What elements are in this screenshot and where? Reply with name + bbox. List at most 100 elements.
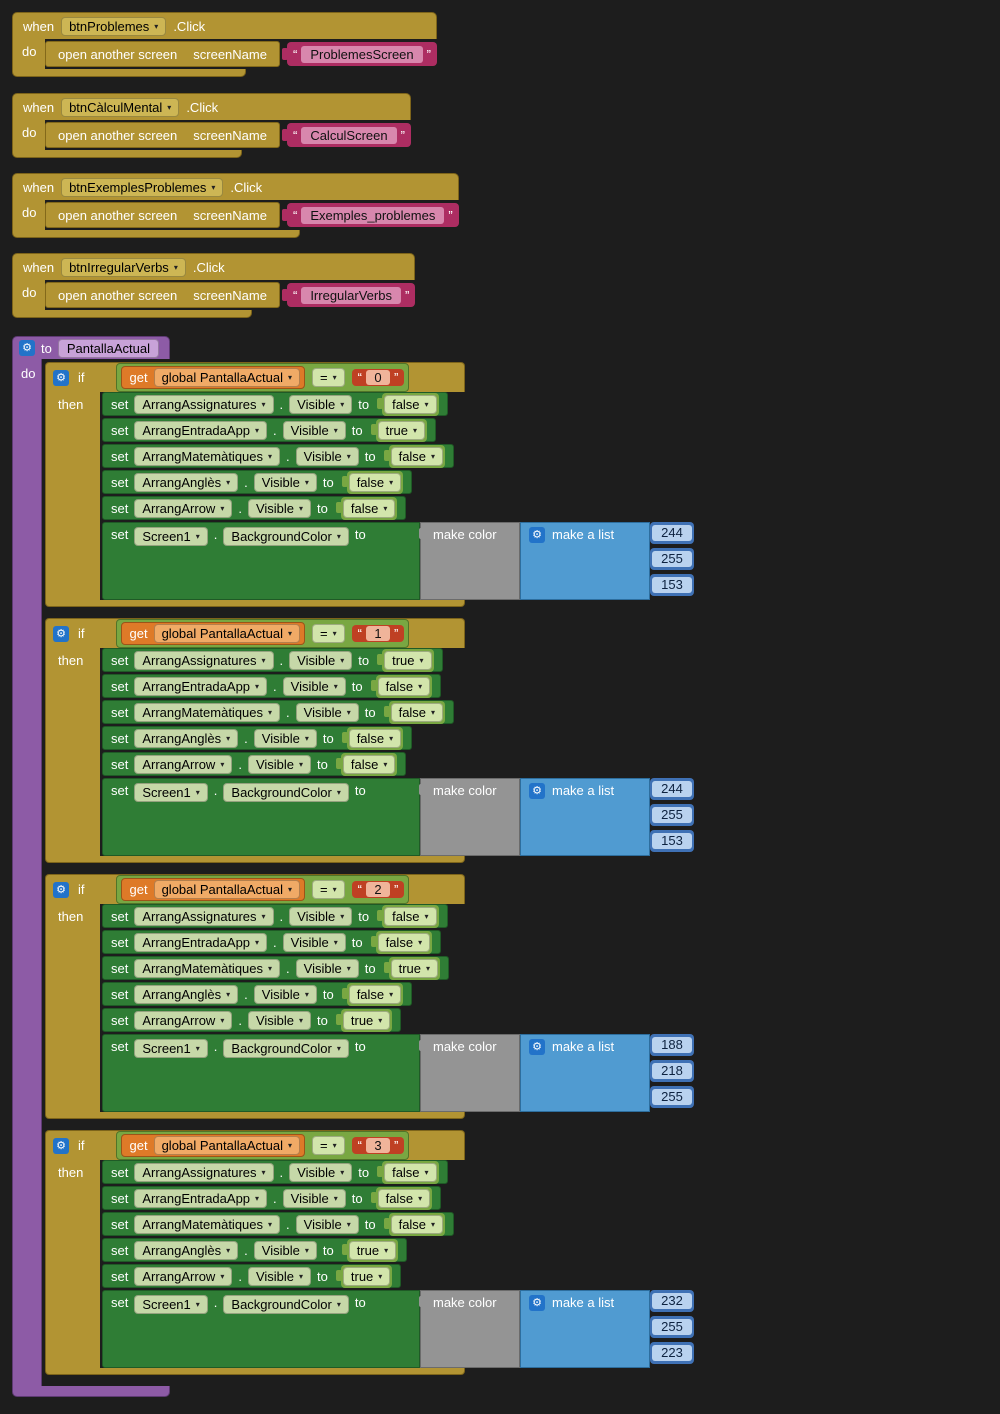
make-color-block[interactable]: make color bbox=[419, 778, 520, 856]
variable-dropdown[interactable]: global PantallaActual bbox=[153, 880, 301, 899]
compare-value[interactable]: 1 bbox=[365, 626, 390, 641]
property-dropdown[interactable]: Visible bbox=[253, 1240, 317, 1260]
component-dropdown[interactable]: ArrangEntradaApp bbox=[134, 420, 268, 440]
logic-value-block[interactable]: false bbox=[377, 1160, 439, 1184]
set-property-block[interactable]: set ArrangArrow . Visible to true bbox=[102, 1008, 402, 1032]
procedure-block[interactable]: ⚙ to PantallaActual do ⚙ if get global P… bbox=[12, 336, 694, 1397]
make-a-list-block[interactable]: ⚙ make a list bbox=[520, 1290, 650, 1368]
logic-dropdown[interactable]: true bbox=[384, 650, 432, 670]
component-dropdown[interactable]: btnProblemes bbox=[61, 16, 167, 36]
gear-icon[interactable]: ⚙ bbox=[529, 1295, 545, 1311]
number-block[interactable]: 255 bbox=[650, 1316, 694, 1338]
component-dropdown[interactable]: ArrangAssignatures bbox=[134, 650, 274, 670]
set-property-block[interactable]: set ArrangMatemàtiques . Visible to fals… bbox=[102, 1212, 455, 1236]
event-block-btnexemplesproblemes[interactable]: when btnExemplesProblemes .Click do open… bbox=[12, 173, 459, 238]
property-dropdown[interactable]: Visible bbox=[295, 702, 359, 722]
set-property-block[interactable]: set ArrangAssignatures . Visible to true bbox=[102, 648, 443, 672]
screen-name-value[interactable]: IrregularVerbs bbox=[301, 286, 401, 304]
component-dropdown[interactable]: btnCàlculMental bbox=[61, 97, 180, 117]
open-another-screen-block[interactable]: open another screen screenName bbox=[45, 122, 280, 148]
screen-name-value[interactable]: CalculScreen bbox=[301, 126, 397, 144]
component-dropdown[interactable]: ArrangArrow bbox=[134, 498, 233, 518]
logic-dropdown[interactable]: false bbox=[348, 472, 402, 492]
logic-value-block[interactable]: true bbox=[377, 648, 434, 672]
text-string-block[interactable]: “ CalculScreen ” bbox=[281, 123, 411, 147]
property-dropdown[interactable]: Visible bbox=[247, 754, 312, 774]
make-a-list-block[interactable]: ⚙ make a list bbox=[520, 1034, 650, 1112]
component-dropdown[interactable]: ArrangAssignatures bbox=[134, 906, 274, 926]
text-string-block[interactable]: “ IrregularVerbs ” bbox=[281, 283, 416, 307]
make-color-block[interactable]: make color bbox=[419, 1034, 520, 1112]
rgb-blue-value[interactable]: 153 bbox=[652, 577, 692, 593]
logic-value-block[interactable]: true bbox=[383, 956, 440, 980]
logic-dropdown[interactable]: false bbox=[377, 1188, 431, 1208]
logic-dropdown[interactable]: false bbox=[384, 906, 437, 926]
if-block[interactable]: ⚙ if get global PantallaActual = “ 3 ” bbox=[45, 1130, 694, 1375]
component-dropdown[interactable]: ArrangEntradaApp bbox=[134, 676, 268, 696]
rgb-blue-value[interactable]: 153 bbox=[652, 833, 692, 849]
component-dropdown[interactable]: btnExemplesProblemes bbox=[61, 177, 224, 197]
logic-value-block[interactable]: true bbox=[335, 1008, 393, 1032]
logic-value-block[interactable]: false bbox=[383, 444, 446, 468]
set-backgroundcolor-block[interactable]: set Screen1 . BackgroundColor to make co… bbox=[102, 778, 694, 856]
if-block[interactable]: ⚙ if get global PantallaActual = “ 2 ” bbox=[45, 874, 694, 1119]
operator-dropdown[interactable]: = bbox=[312, 1136, 345, 1155]
if-block[interactable]: ⚙ if get global PantallaActual = “ 1 ” bbox=[45, 618, 694, 863]
compare-text-block[interactable]: “ 3 ” bbox=[351, 1137, 405, 1154]
gear-icon[interactable]: ⚙ bbox=[53, 881, 69, 898]
property-dropdown[interactable]: Visible bbox=[282, 420, 346, 440]
variable-dropdown[interactable]: global PantallaActual bbox=[153, 368, 301, 387]
gear-icon[interactable]: ⚙ bbox=[53, 625, 69, 642]
number-block[interactable]: 223 bbox=[650, 1342, 694, 1364]
property-dropdown[interactable]: BackgroundColor bbox=[223, 1295, 349, 1314]
gear-icon[interactable]: ⚙ bbox=[529, 527, 545, 543]
if-block[interactable]: ⚙ if get global PantallaActual = “ 0 ” bbox=[45, 362, 694, 607]
number-block[interactable]: 153 bbox=[650, 574, 694, 596]
logic-value-block[interactable]: false bbox=[370, 930, 433, 954]
component-dropdown[interactable]: Screen1 bbox=[134, 527, 208, 546]
operator-dropdown[interactable]: = bbox=[312, 368, 345, 387]
set-property-block[interactable]: set ArrangArrow . Visible to true bbox=[102, 1264, 402, 1288]
set-property-block[interactable]: set ArrangArrow . Visible to false bbox=[102, 752, 407, 776]
set-property-block[interactable]: set ArrangAssignatures . Visible to fals… bbox=[102, 392, 448, 416]
set-property-block[interactable]: set ArrangAssignatures . Visible to fals… bbox=[102, 1160, 448, 1184]
if-header[interactable]: ⚙ if get global PantallaActual = “ 0 ” bbox=[45, 362, 465, 392]
property-dropdown[interactable]: Visible bbox=[247, 498, 312, 518]
number-block[interactable]: 255 bbox=[650, 1086, 694, 1108]
gear-icon[interactable]: ⚙ bbox=[53, 1137, 69, 1154]
if-header[interactable]: ⚙ if get global PantallaActual = “ 2 ” bbox=[45, 874, 465, 904]
screen-name-value[interactable]: Exemples_problemes bbox=[301, 206, 445, 224]
text-string-block[interactable]: “ ProblemesScreen ” bbox=[281, 42, 437, 66]
component-dropdown[interactable]: Screen1 bbox=[134, 1295, 208, 1314]
property-dropdown[interactable]: BackgroundColor bbox=[223, 783, 349, 802]
logic-dropdown[interactable]: false bbox=[384, 1162, 437, 1182]
component-dropdown[interactable]: ArrangEntradaApp bbox=[134, 1188, 268, 1208]
gear-icon[interactable]: ⚙ bbox=[19, 340, 35, 356]
logic-dropdown[interactable]: false bbox=[390, 702, 444, 722]
operator-dropdown[interactable]: = bbox=[312, 880, 345, 899]
logic-value-block[interactable]: false bbox=[383, 700, 446, 724]
event-header[interactable]: when btnExemplesProblemes .Click bbox=[12, 173, 459, 200]
component-dropdown[interactable]: Screen1 bbox=[134, 783, 208, 802]
rgb-blue-value[interactable]: 255 bbox=[652, 1089, 692, 1105]
number-block[interactable]: 255 bbox=[650, 804, 694, 826]
compare-text-block[interactable]: “ 2 ” bbox=[351, 881, 405, 898]
number-block[interactable]: 218 bbox=[650, 1060, 694, 1082]
text-string-block[interactable]: “ Exemples_problemes ” bbox=[281, 203, 459, 227]
number-block[interactable]: 188 bbox=[650, 1034, 694, 1056]
number-block[interactable]: 255 bbox=[650, 548, 694, 570]
property-dropdown[interactable]: BackgroundColor bbox=[223, 1039, 349, 1058]
logic-dropdown[interactable]: true bbox=[342, 1010, 391, 1030]
logic-dropdown[interactable]: false bbox=[377, 676, 431, 696]
if-header[interactable]: ⚙ if get global PantallaActual = “ 3 ” bbox=[45, 1130, 465, 1160]
logic-dropdown[interactable]: false bbox=[348, 984, 402, 1004]
equals-compare-block[interactable]: get global PantallaActual = “ 2 ” bbox=[115, 875, 410, 904]
property-dropdown[interactable]: Visible bbox=[282, 932, 346, 952]
gear-icon[interactable]: ⚙ bbox=[53, 369, 69, 386]
get-variable-block[interactable]: get global PantallaActual bbox=[120, 366, 306, 389]
set-property-block[interactable]: set ArrangEntradaApp . Visible to false bbox=[102, 1186, 442, 1210]
compare-text-block[interactable]: “ 0 ” bbox=[351, 369, 405, 386]
rgb-red-value[interactable]: 244 bbox=[652, 781, 692, 797]
event-block-btncalculmental[interactable]: when btnCàlculMental .Click do open anot… bbox=[12, 93, 411, 158]
logic-value-block[interactable]: false bbox=[383, 1212, 446, 1236]
